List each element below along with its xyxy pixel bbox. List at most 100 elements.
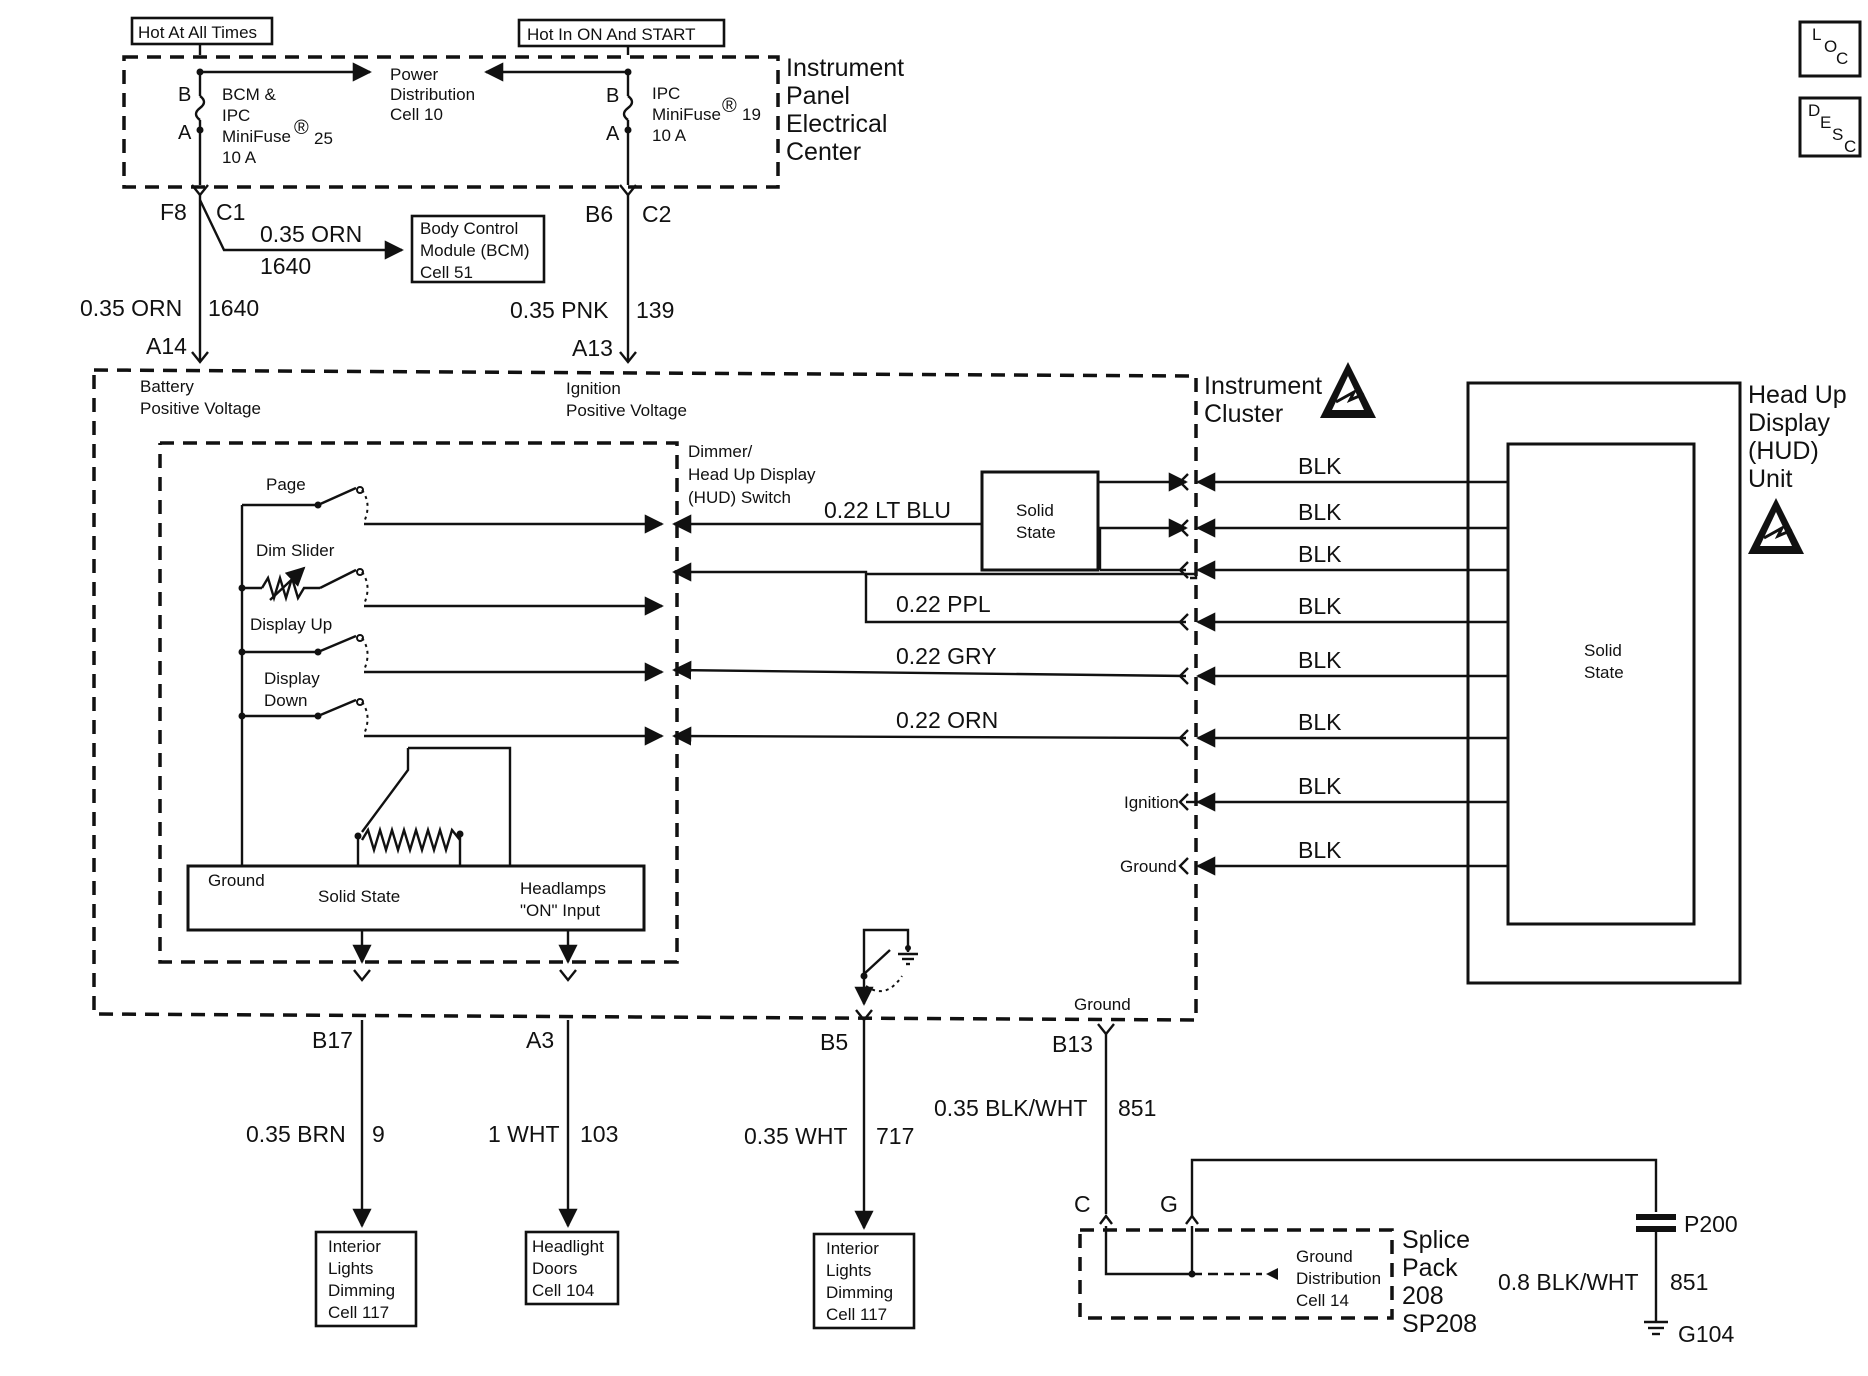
- hot-at-all-times-box: Hot At All Times: [130, 16, 274, 46]
- label-hud-blk_labels-1: BLK: [1298, 499, 1342, 525]
- label-power-c2: C2: [642, 201, 671, 227]
- dimmer-potentiometer: [354, 746, 512, 866]
- label-feeds-ignition-1: Positive Voltage: [566, 401, 687, 420]
- label-cluster-title-0: Instrument: [1204, 372, 1322, 400]
- label-bottom-c1: 9: [372, 1121, 385, 1147]
- label-feeds-ignition-0: Ignition: [566, 379, 621, 398]
- label-power-bcm_circuit: 1640: [260, 253, 311, 279]
- label-power-fuse1-lines-2: MiniFuse: [222, 127, 291, 146]
- desc-button[interactable]: D E S C: [1798, 96, 1862, 158]
- label-bottom-c2: 103: [580, 1121, 618, 1147]
- label-cluster-wires-3: 0.22 ORN: [896, 707, 998, 733]
- label-cluster-title-1: Cluster: [1204, 400, 1283, 428]
- label-corner-loc-1: O: [1824, 37, 1837, 56]
- label-power-fuse2-lines-0: IPC: [652, 84, 680, 103]
- label-hud-blk_labels-0: BLK: [1298, 453, 1342, 479]
- label-cluster-switches-4: Down: [264, 691, 307, 710]
- label-feeds-right_pin: A13: [572, 335, 613, 361]
- label-power-power_dist-2: Cell 10: [390, 105, 443, 124]
- label-bottom-c_label: C: [1074, 1191, 1091, 1217]
- label-feeds-battery-1: Positive Voltage: [140, 399, 261, 418]
- label-hud-title-1: Display: [1748, 409, 1830, 437]
- label-hud-title-0: Head Up: [1748, 381, 1847, 409]
- label-bottom-box2-0: Headlight: [532, 1237, 604, 1256]
- label-power-fuse1-lines-1: IPC: [222, 106, 250, 125]
- label-feeds-right_wire: 0.35 PNK: [510, 297, 609, 323]
- label-bottom-box1-0: Interior: [328, 1237, 381, 1256]
- p200-connector: [1636, 1214, 1676, 1232]
- label-bottom-splice-1: Pack: [1402, 1254, 1458, 1282]
- esd-warning-icon: [1320, 362, 1376, 418]
- label-bottom-box1-1: Lights: [328, 1259, 373, 1278]
- label-bottom-g104: G104: [1678, 1321, 1734, 1347]
- switch-solid-state-box: Ground Solid State Headlamps "ON" Input: [186, 864, 646, 932]
- label-corner-desc-1: E: [1820, 113, 1831, 132]
- label-bottom-splice-3: SP208: [1402, 1310, 1477, 1338]
- label-corner-desc-3: C: [1844, 137, 1856, 156]
- label-bottom-gd-2: Cell 14: [1296, 1291, 1349, 1310]
- label-hud-blk_labels-3: BLK: [1298, 593, 1342, 619]
- label-hud-blk_labels-5: BLK: [1298, 709, 1342, 735]
- interior-lights-box-1: Interior Lights Dimming Cell 117: [314, 1230, 418, 1328]
- label-bottom-box1-2: Dimming: [328, 1281, 395, 1300]
- label-cluster-solid_state_box-2: Headlamps: [520, 879, 606, 898]
- label-bottom-c5: 851: [1670, 1269, 1708, 1295]
- bcm-box: Body Control Module (BCM) Cell 51: [410, 214, 546, 284]
- label-hud-blk_labels-4: BLK: [1298, 647, 1342, 673]
- label-bottom-w1: 0.35 BRN: [246, 1121, 346, 1147]
- label-power-bcm_box-2: Cell 51: [420, 263, 473, 282]
- loc-button[interactable]: L O C: [1798, 20, 1862, 78]
- label-power-center_title-0: Instrument: [786, 54, 904, 82]
- headlight-doors-box: Headlight Doors Cell 104: [524, 1230, 620, 1306]
- label-hud-title-2: (HUD): [1748, 437, 1819, 465]
- label-hud-blk_labels-7: BLK: [1298, 837, 1342, 863]
- hud-unit: Solid State Head Up Display (HUD) Unit: [1466, 381, 1847, 985]
- page-switch: Page: [242, 475, 664, 534]
- interior-lights-box-2: Interior Lights Dimming Cell 117: [812, 1232, 916, 1330]
- hud-harness-wires: [1098, 472, 1508, 876]
- label-cluster-wires-1: 0.22 PPL: [896, 591, 991, 617]
- label-cluster-inner_solid-0: Solid: [1016, 501, 1054, 520]
- label-bottom-w5: 0.8 BLK/WHT: [1498, 1269, 1639, 1295]
- label-power-fuse1-lines-0: BCM &: [222, 85, 277, 104]
- label-cluster-wires-0: 0.22 LT BLU: [824, 497, 951, 523]
- label-power-center_title-1: Panel: [786, 82, 850, 110]
- fuse-19: B A IPC MiniFuse ® 19 10 A: [606, 68, 761, 185]
- label-power-fuse1-num: 25: [314, 129, 333, 148]
- label-power-fuse1-b: B: [178, 84, 191, 106]
- label-bottom-box3-1: Lights: [826, 1261, 871, 1280]
- label-bottom-splice-2: 208: [1402, 1282, 1444, 1310]
- door-switch: [860, 928, 911, 994]
- label-bottom-b5: B5: [820, 1029, 848, 1055]
- dim-slider-switch: Dim Slider: [238, 541, 664, 616]
- label-cluster-ground_bottom: Ground: [1074, 995, 1131, 1014]
- label-power-hot_on_start: Hot In ON And START: [527, 25, 696, 44]
- label-feeds-left_pin: A14: [146, 333, 187, 359]
- label-bottom-box3-2: Dimming: [826, 1283, 893, 1302]
- label-power-hot_all_times: Hot At All Times: [138, 23, 257, 42]
- label-power-fuse2-reg: ®: [722, 95, 737, 117]
- label-feeds-left_circuit: 1640: [208, 295, 259, 321]
- label-corner-desc-2: S: [1832, 125, 1843, 144]
- label-power-bcm_box-0: Body Control: [420, 219, 518, 238]
- label-power-power_dist-1: Distribution: [390, 85, 475, 104]
- label-bottom-g_label: G: [1160, 1191, 1178, 1217]
- label-bottom-splice-0: Splice: [1402, 1226, 1470, 1254]
- display-up-switch: Display Up: [238, 615, 664, 682]
- label-bottom-box3-3: Cell 117: [826, 1305, 887, 1324]
- label-power-fuse1-a: A: [178, 122, 192, 144]
- label-power-c1: C1: [216, 199, 245, 225]
- label-cluster-switches-1: Dim Slider: [256, 541, 335, 560]
- instrument-cluster-boundary: [92, 368, 1198, 1022]
- label-bottom-w2: 1 WHT: [488, 1121, 560, 1147]
- label-power-center_title-2: Electrical: [786, 110, 887, 138]
- label-corner-loc-0: L: [1812, 25, 1821, 44]
- label-hud-inner-1: State: [1584, 663, 1624, 682]
- label-power-power_dist-0: Power: [390, 65, 439, 84]
- label-cluster-switches-2: Display Up: [250, 615, 332, 634]
- label-bottom-box3-0: Interior: [826, 1239, 879, 1258]
- label-cluster-ignition: Ignition: [1124, 793, 1179, 812]
- label-bottom-c4: 851: [1118, 1095, 1156, 1121]
- label-power-fuse2-lines-1: MiniFuse: [652, 105, 721, 124]
